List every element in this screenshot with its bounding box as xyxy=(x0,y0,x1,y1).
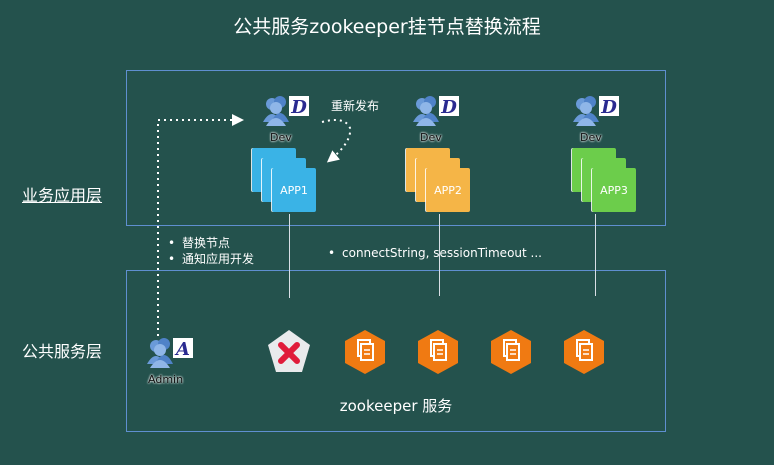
zk-node xyxy=(342,328,388,376)
svg-text:D: D xyxy=(290,97,307,118)
public-layer-box xyxy=(126,270,666,432)
zk-node xyxy=(415,328,461,376)
admin-user-icon: A xyxy=(146,334,200,388)
app-card xyxy=(426,168,470,212)
app-label: APP3 xyxy=(600,184,628,197)
app-label: APP2 xyxy=(434,184,462,197)
dev-user-caption: Dev xyxy=(270,131,292,144)
zk-node xyxy=(488,328,534,376)
dev-user-icon: D xyxy=(262,92,316,146)
failed-zk-node xyxy=(266,328,312,376)
app-stack-app3: APP3 xyxy=(572,148,642,214)
dev-user-caption: Dev xyxy=(420,131,442,144)
svg-text:A: A xyxy=(174,339,190,360)
admin-to-dev-arrow xyxy=(157,114,244,336)
zk-node xyxy=(561,328,607,376)
app3-connector-line xyxy=(595,214,596,296)
business-layer-label: 业务应用层 xyxy=(22,186,103,205)
redeploy-label: 重新发布 xyxy=(331,99,380,113)
redeploy-arrow xyxy=(321,119,352,163)
app-stack-app2: APP2 xyxy=(406,148,476,214)
admin-note-item: •替换节点 xyxy=(168,236,231,250)
admin-note-item: •通知应用开发 xyxy=(168,252,255,266)
admin-user-caption: Admin xyxy=(148,373,184,386)
app-card xyxy=(272,168,316,212)
business-layer-box xyxy=(126,70,666,226)
diagram-title: 公共服务zookeeper挂节点替换流程 xyxy=(233,16,541,38)
app-card xyxy=(592,168,636,212)
public-layer-label: 公共服务层 xyxy=(22,342,103,361)
dev-user-icon: D xyxy=(412,92,466,146)
app-label: APP1 xyxy=(280,184,308,197)
admin-note-list: •替换节点 •通知应用开发 xyxy=(168,235,254,267)
app2-connector-line xyxy=(439,214,440,296)
dev-user-icon: D xyxy=(572,92,626,146)
svg-text:D: D xyxy=(600,97,617,118)
svg-text:D: D xyxy=(440,97,457,118)
app1-connector-line xyxy=(289,214,290,298)
connect-note: •connectString, sessionTimeout ... xyxy=(328,246,542,260)
app-stack-app1: APP1 xyxy=(252,148,322,214)
dev-user-caption: Dev xyxy=(580,131,602,144)
zookeeper-service-label: zookeeper 服务 xyxy=(339,397,453,415)
